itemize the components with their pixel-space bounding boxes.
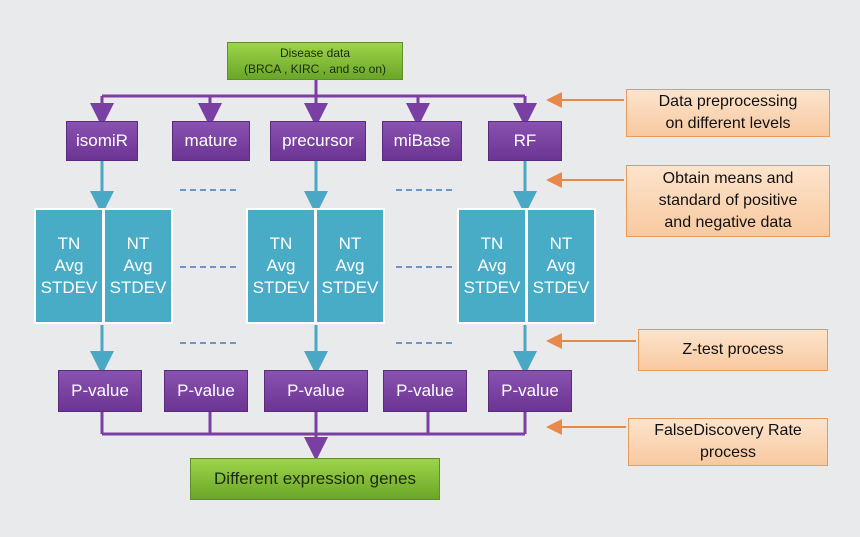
note-preprocessing: Data preprocessing on different levels — [626, 89, 830, 137]
pvalue-box: P-value — [58, 370, 142, 412]
pvalue-label: P-value — [396, 381, 454, 400]
stat-text: STDEV — [252, 278, 310, 297]
stat-text: Avg — [335, 256, 365, 275]
stat-text: TN — [480, 234, 504, 253]
level-label: mature — [184, 131, 238, 150]
pvalue-box: P-value — [264, 370, 368, 412]
stat-text: Avg — [123, 256, 153, 275]
note-text: Z-test process — [682, 341, 784, 358]
teal-arrows — [90, 160, 537, 375]
note-fdr: FalseDiscovery Rate process — [628, 418, 828, 466]
note-ztest: Z-test process — [638, 329, 828, 371]
ellipsis-dash — [180, 189, 236, 191]
ellipsis-dash — [180, 342, 236, 344]
stat-text: STDEV — [463, 278, 521, 297]
note-text: Data preprocessing — [658, 93, 798, 110]
disease-data-box: Disease data (BRCA , KIRC , and so on) — [227, 42, 403, 80]
level-label: precursor — [282, 131, 354, 150]
stat-text: Avg — [266, 256, 296, 275]
stat-text: NT — [338, 234, 362, 253]
stat-text: NT — [549, 234, 573, 253]
stat-text: STDEV — [109, 278, 167, 297]
note-text: standard of positive — [658, 192, 798, 209]
merge-lines — [100, 412, 527, 461]
stat-text: STDEV — [532, 278, 590, 297]
pvalue-label: P-value — [287, 381, 345, 400]
ellipsis-dash — [180, 266, 236, 268]
stat-text: Avg — [546, 256, 576, 275]
level-box-isomir: isomiR — [66, 121, 138, 161]
note-text: and negative data — [664, 214, 792, 231]
stat-text: TN — [269, 234, 293, 253]
level-box-precursor: precursor — [270, 121, 366, 161]
level-box-mibase: miBase — [382, 121, 462, 161]
disease-data-subtitle: (BRCA , KIRC , and so on) — [243, 62, 387, 76]
level-label: miBase — [393, 131, 451, 150]
note-text: process — [699, 444, 757, 461]
level-label: isomiR — [76, 131, 128, 150]
ellipsis-dash — [396, 266, 452, 268]
level-box-rf: RF — [488, 121, 562, 161]
note-text: Obtain means and — [662, 170, 794, 187]
stat-text: NT — [126, 234, 150, 253]
level-label: RF — [513, 131, 537, 150]
stat-text: TN — [57, 234, 81, 253]
stat-text: Avg — [54, 256, 84, 275]
pvalue-label: P-value — [177, 381, 235, 400]
note-text: FalseDiscovery Rate — [654, 422, 802, 439]
pvalue-box: P-value — [488, 370, 572, 412]
pvalue-label: P-value — [501, 381, 559, 400]
stat-text: STDEV — [40, 278, 98, 297]
pvalue-box: P-value — [164, 370, 248, 412]
ellipsis-dash — [396, 189, 452, 191]
ellipsis-dash — [396, 342, 452, 344]
pvalue-label: P-value — [71, 381, 129, 400]
stat-text: Avg — [477, 256, 507, 275]
note-means: Obtain means and standard of positive an… — [626, 165, 830, 237]
result-box: Different expression genes — [190, 458, 440, 500]
branch-lines — [90, 79, 537, 127]
pvalue-box: P-value — [383, 370, 467, 412]
note-arrows — [546, 92, 636, 435]
stat-text: STDEV — [321, 278, 379, 297]
result-label: Different expression genes — [214, 469, 416, 488]
disease-data-title: Disease data — [279, 46, 351, 60]
level-box-mature: mature — [172, 121, 250, 161]
note-text: on different levels — [665, 115, 791, 132]
